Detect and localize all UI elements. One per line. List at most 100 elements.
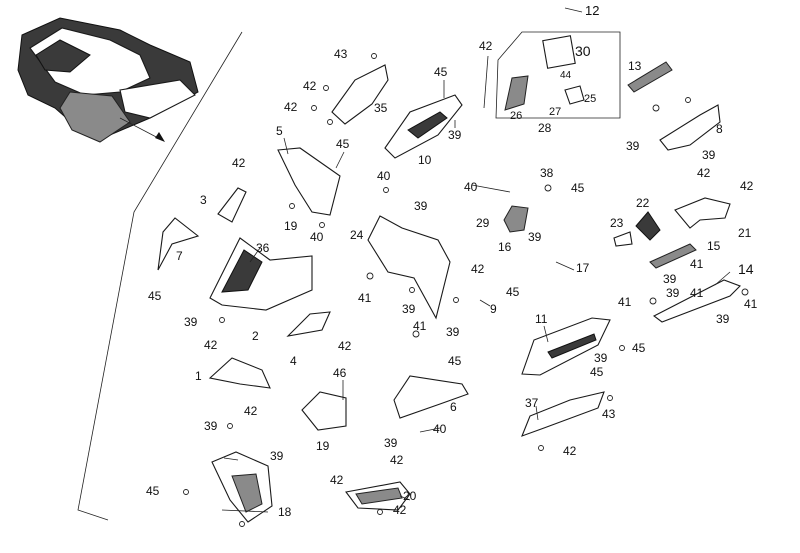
part-6-under-cover [393, 375, 469, 419]
callout-11: 11 [535, 312, 548, 326]
assembly-boundary-line [77, 31, 243, 521]
callout-42: 42 [204, 338, 218, 352]
part-4-panel [286, 311, 331, 337]
callout-42: 42 [697, 166, 711, 180]
part-35-cover [331, 64, 389, 125]
callout-42: 42 [284, 100, 298, 114]
callout-42: 42 [244, 404, 258, 418]
callout-6: 6 [450, 400, 457, 414]
part-28-group-box [495, 31, 621, 119]
part-23-insert [613, 231, 633, 247]
callout-41: 41 [690, 286, 704, 300]
part-21-rear-cover [674, 197, 731, 229]
callout-42: 42 [390, 453, 404, 467]
part-8-rear-cover [659, 104, 721, 151]
callout-39: 39 [184, 315, 198, 329]
part-29-vent [503, 205, 529, 233]
callout-39: 39 [716, 312, 730, 326]
part-22-insert [635, 211, 661, 241]
callout-9: 9 [490, 302, 497, 316]
callout-8: 8 [716, 122, 723, 136]
part-5-side-panel [277, 147, 341, 216]
callout-2: 2 [252, 329, 259, 343]
callout-42: 42 [303, 79, 317, 93]
callout-4: 4 [290, 354, 297, 368]
part-14-floor-panel [652, 279, 741, 323]
callout-19: 19 [284, 219, 298, 233]
callout-24: 24 [350, 228, 364, 242]
callout-41: 41 [618, 295, 632, 309]
part-15-strip [649, 243, 697, 269]
part-1-panel [208, 357, 271, 389]
callout-21: 21 [738, 226, 752, 240]
part-13-strip [627, 61, 673, 93]
callout-38: 38 [540, 166, 554, 180]
part-2-front-cover [209, 237, 313, 311]
fastener-screws [183, 53, 749, 527]
callout-12: 12 [585, 3, 600, 18]
callout-16: 16 [498, 240, 512, 254]
callout-26: 26 [510, 110, 523, 122]
callout-1: 1 [195, 369, 202, 383]
callout-45: 45 [506, 285, 520, 299]
callout-45: 45 [571, 181, 585, 195]
callout-18: 18 [278, 505, 292, 519]
callout-23: 23 [610, 216, 624, 230]
callout-19: 19 [316, 439, 330, 453]
callout-45: 45 [148, 289, 162, 303]
part-26-bracket [504, 75, 529, 111]
callout-45: 45 [146, 484, 160, 498]
callout-40: 40 [377, 169, 391, 183]
callout-14: 14 [738, 261, 754, 277]
callout-43: 43 [334, 47, 348, 61]
callout-17: 17 [576, 261, 590, 275]
callout-42: 42 [330, 473, 344, 487]
callout-39: 39 [663, 272, 677, 286]
callout-45: 45 [336, 137, 350, 151]
assembled-scooter-front-thumbnail [17, 17, 199, 143]
callout-40: 40 [433, 422, 447, 436]
callout-39: 39 [270, 449, 284, 463]
part-30-label-plate [542, 35, 576, 69]
callout-42: 42 [479, 39, 493, 53]
callout-42: 42 [563, 444, 577, 458]
callout-44: 44 [560, 70, 572, 81]
callout-37: 37 [525, 396, 539, 410]
callout-39: 39 [446, 325, 460, 339]
callout-39: 39 [414, 199, 428, 213]
callout-39: 39 [666, 286, 680, 300]
callout-5: 5 [276, 124, 283, 138]
callout-30: 30 [575, 43, 591, 59]
callout-39: 39 [402, 302, 416, 316]
callout-35: 35 [374, 101, 388, 115]
callout-7: 7 [176, 249, 183, 263]
callout-28: 28 [538, 121, 552, 135]
callout-40: 40 [464, 180, 478, 194]
callout-20: 20 [403, 489, 417, 503]
part-7-side-piece [157, 217, 200, 271]
callout-41: 41 [413, 319, 427, 333]
callout-36: 36 [256, 241, 270, 255]
leader-lines [221, 7, 731, 513]
callout-13: 13 [628, 59, 642, 73]
callout-10: 10 [418, 153, 432, 167]
callout-45: 45 [448, 354, 462, 368]
callout-46: 46 [333, 366, 347, 380]
callout-45: 45 [434, 65, 448, 79]
callout-22: 22 [636, 196, 650, 210]
callout-42: 42 [338, 339, 352, 353]
callout-40: 40 [310, 230, 324, 244]
callout-42: 42 [393, 503, 407, 517]
callout-39: 39 [448, 128, 462, 142]
callout-42: 42 [740, 179, 754, 193]
callout-39: 39 [626, 139, 640, 153]
callout-27: 27 [549, 106, 562, 118]
callout-3: 3 [200, 193, 207, 207]
callout-39: 39 [702, 148, 716, 162]
callout-39: 39 [528, 230, 542, 244]
callout-39: 39 [594, 351, 608, 365]
part-19-lower-panel [301, 391, 347, 431]
callout-42: 42 [232, 156, 246, 170]
callout-29: 29 [476, 216, 490, 230]
